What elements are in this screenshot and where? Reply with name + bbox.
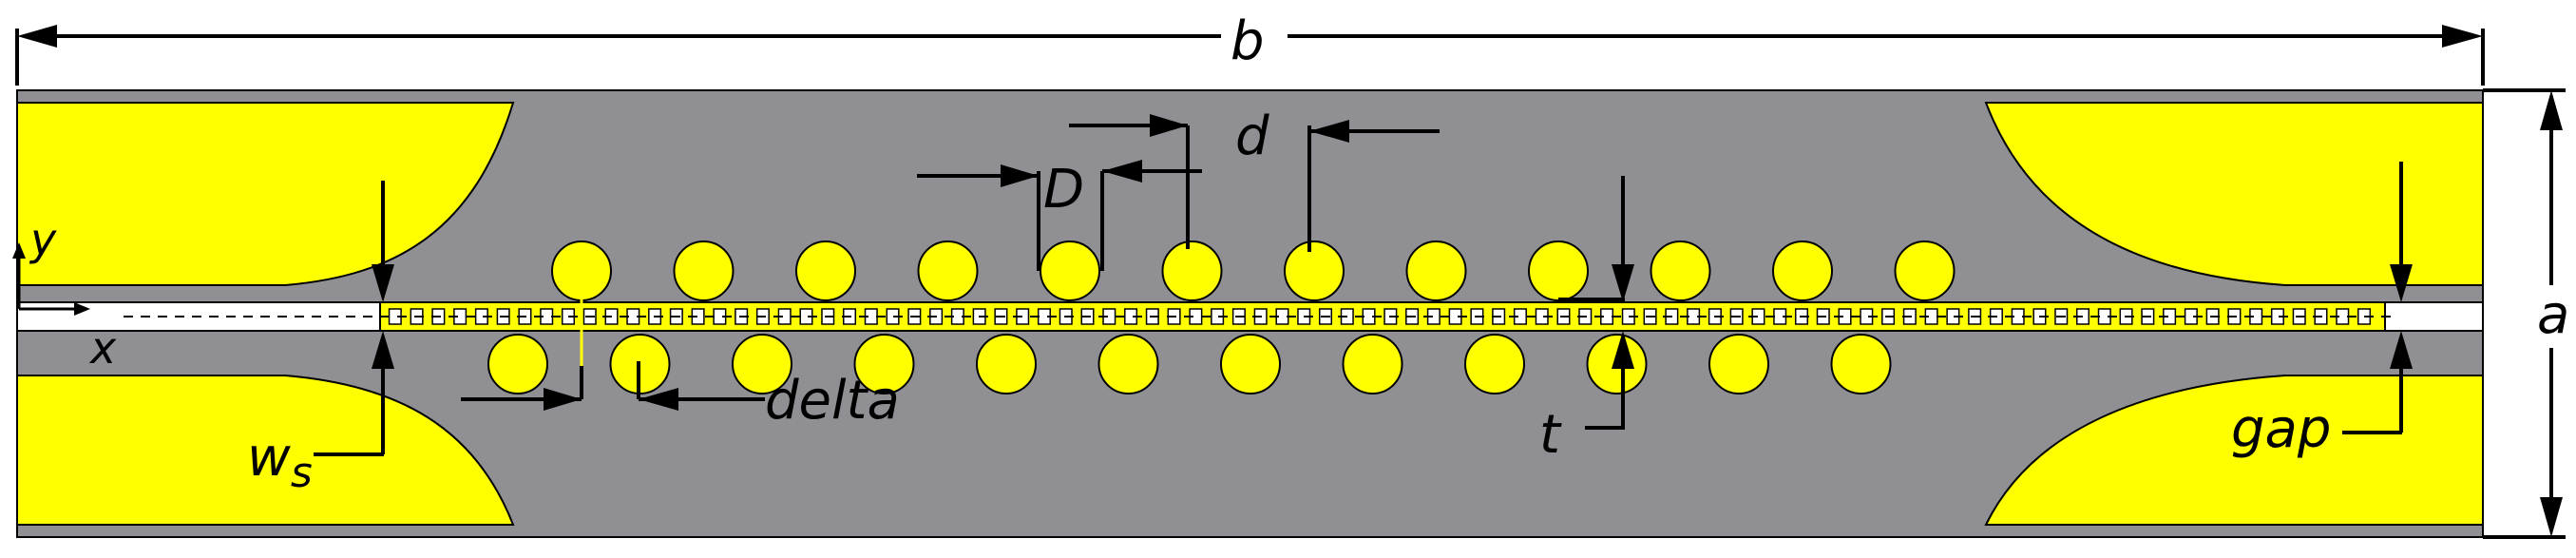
right-feed-strip bbox=[2384, 301, 2484, 332]
axes: y x bbox=[12, 214, 117, 374]
axis-x-label: x bbox=[88, 322, 117, 374]
post-upper bbox=[1772, 241, 1833, 301]
post-upper bbox=[1284, 241, 1345, 301]
post-lower bbox=[853, 334, 915, 394]
label-D: D bbox=[1043, 159, 1084, 221]
post-lower bbox=[732, 334, 792, 394]
post-lower bbox=[1097, 334, 1159, 394]
upper-post-row bbox=[551, 241, 1956, 301]
axis-y-label: y bbox=[29, 214, 57, 265]
dim-t: t bbox=[1539, 176, 1634, 466]
post-upper bbox=[795, 241, 856, 301]
post-upper bbox=[673, 241, 735, 301]
dim-d: d bbox=[1069, 106, 1440, 252]
dim-a: a bbox=[2483, 88, 2576, 539]
label-gap: gap bbox=[2231, 398, 2331, 460]
post-upper bbox=[1650, 241, 1711, 301]
post-lower bbox=[1830, 334, 1892, 394]
post-lower bbox=[1342, 334, 1403, 394]
dim-gap: gap bbox=[2231, 162, 2413, 460]
label-delta: delta bbox=[765, 370, 900, 432]
dim-D: D bbox=[917, 159, 1202, 271]
label-a: a bbox=[2537, 284, 2569, 346]
post-lower bbox=[487, 334, 548, 394]
post-upper bbox=[1528, 241, 1589, 301]
dim-delta: delta bbox=[461, 274, 900, 432]
label-t: t bbox=[1539, 404, 1562, 466]
label-b: b bbox=[1231, 10, 1265, 72]
post-upper bbox=[1894, 241, 1956, 301]
post-lower bbox=[1464, 334, 1525, 394]
lower-post-row bbox=[487, 334, 1892, 394]
right-lower-taper bbox=[1984, 375, 2484, 526]
post-upper bbox=[917, 241, 979, 301]
post-lower bbox=[1220, 334, 1281, 394]
post-upper bbox=[1405, 241, 1467, 301]
left-lower-taper bbox=[16, 375, 515, 526]
right-upper-taper bbox=[1984, 102, 2484, 286]
label-d: d bbox=[1235, 106, 1269, 167]
dim-ws: ws bbox=[247, 181, 394, 497]
post-lower bbox=[1708, 334, 1769, 394]
post-upper bbox=[1040, 241, 1100, 301]
left-upper-taper bbox=[16, 102, 515, 286]
post-upper bbox=[1161, 241, 1223, 301]
dim-b: b bbox=[15, 10, 2485, 86]
post-lower bbox=[976, 334, 1037, 394]
label-ws: ws bbox=[247, 427, 313, 497]
